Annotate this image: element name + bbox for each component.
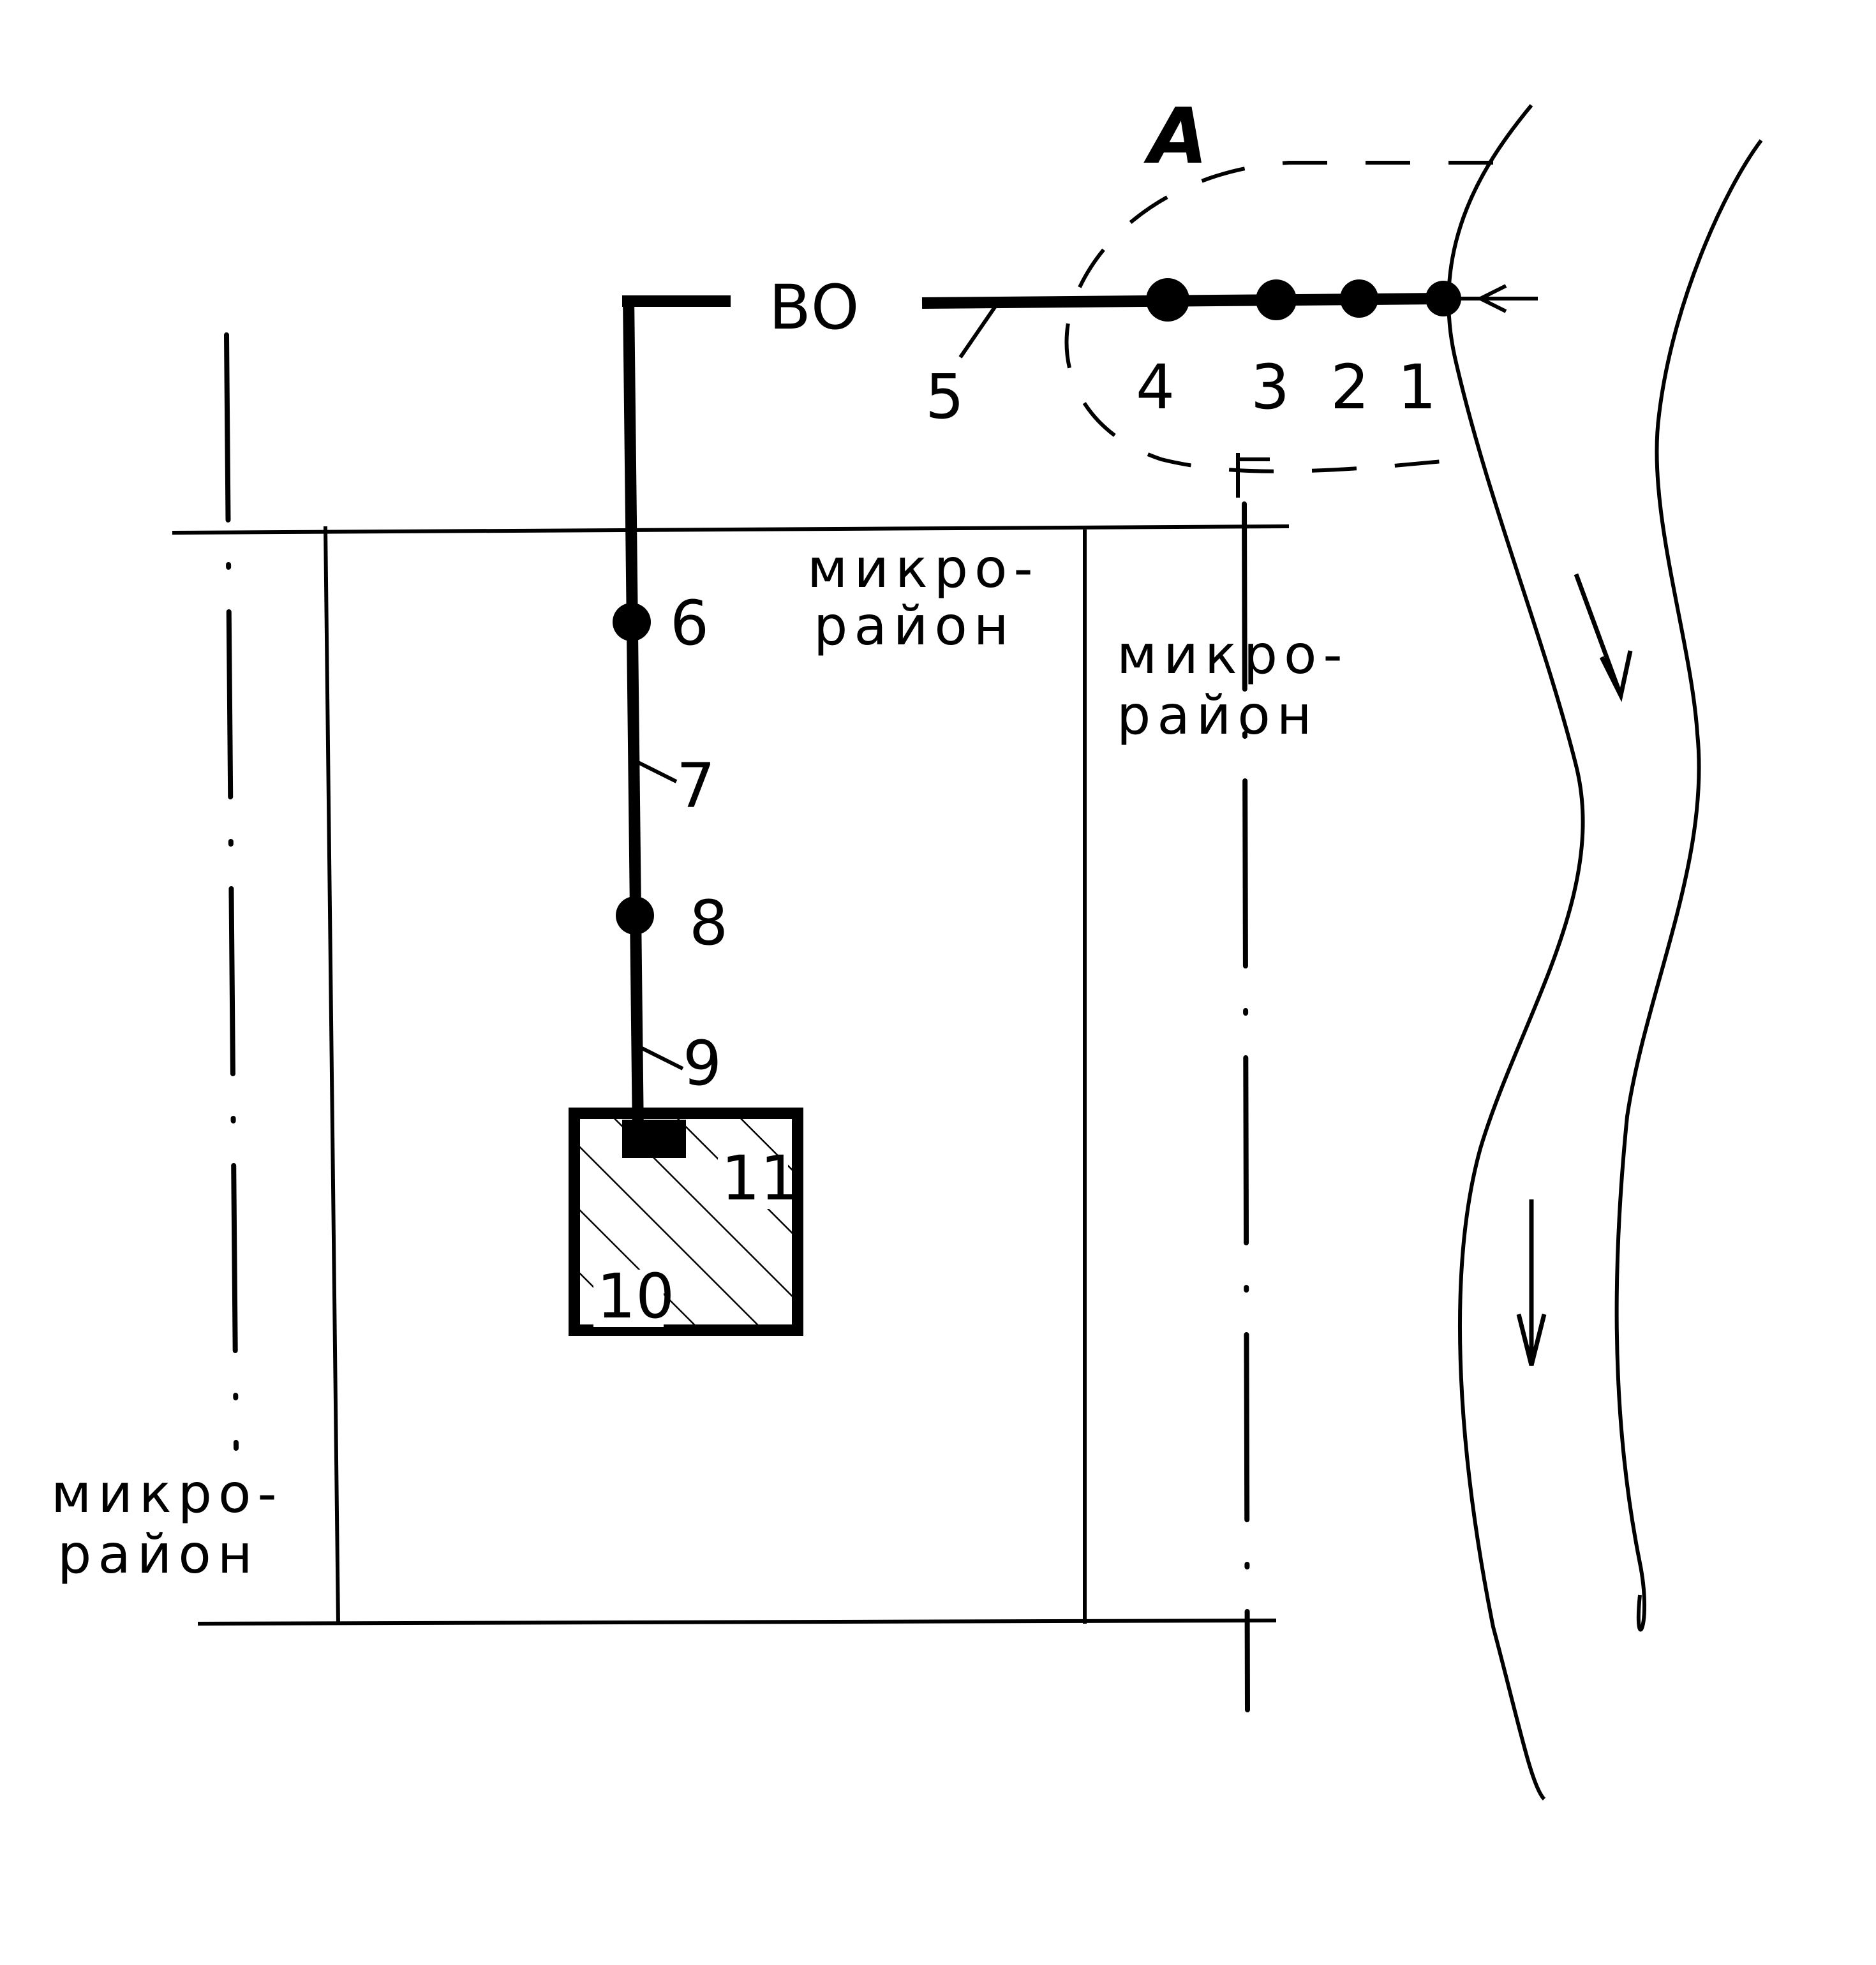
district-right-line2: район — [1117, 684, 1318, 746]
district-boundaries — [224, 332, 1250, 1712]
facility-outline — [569, 1108, 803, 1336]
district-left-line1: микро- — [51, 1462, 283, 1525]
intake-pipe-label: ВО — [769, 272, 859, 343]
grid-line-bottom — [197, 1619, 1277, 1626]
inlet-arrow-icon — [1476, 284, 1507, 313]
point-label-3: 3 — [1251, 352, 1290, 423]
facility-inlet-block — [622, 1120, 686, 1158]
point-label-6: 6 — [670, 588, 709, 659]
section-a-outline — [1064, 161, 1493, 473]
district-center-line1: микро- — [807, 537, 1039, 600]
district-grid — [172, 524, 1290, 1626]
section-a-callout — [1064, 161, 1493, 473]
district-right-line1: микро- — [1117, 623, 1349, 686]
river-left-bank — [1447, 104, 1585, 1801]
label-11-bg — [718, 1158, 788, 1209]
point-label-2: 2 — [1330, 352, 1369, 423]
boundary-right — [1242, 501, 1250, 1712]
main-pipe-vertical — [623, 296, 644, 1136]
grid-line-top — [172, 524, 1290, 535]
boundary-left — [224, 332, 239, 1451]
node-2 — [1340, 279, 1378, 318]
point-label-8: 8 — [689, 887, 728, 959]
point-label-11: 11 — [721, 1143, 799, 1214]
river-flow-arrows — [1516, 573, 1633, 1366]
label-10-bg — [593, 1270, 664, 1327]
point-label-4: 4 — [1136, 352, 1175, 423]
node-6 — [613, 603, 651, 641]
section-marker-label: A — [1143, 93, 1208, 181]
leader-lines — [637, 305, 997, 1071]
point-label-5: 5 — [925, 361, 964, 433]
flow-arrow-icon — [1516, 1199, 1547, 1366]
section-tick — [1236, 453, 1270, 498]
grid-line-left — [324, 526, 340, 1624]
flow-arrow-icon — [1574, 573, 1633, 702]
river — [1447, 104, 1763, 1801]
node-1 — [1426, 281, 1461, 316]
labels: A ВО 1 2 3 4 5 6 7 8 9 10 11 микро- райо… — [51, 93, 1436, 1585]
point-label-7: 7 — [676, 750, 715, 822]
node-3 — [1256, 279, 1297, 320]
leader-7 — [637, 760, 678, 783]
node-4 — [1146, 278, 1189, 322]
district-left-line2: район — [57, 1523, 259, 1585]
leader-9 — [637, 1044, 684, 1071]
river-right-bank — [1614, 139, 1763, 1632]
point-label-10: 10 — [597, 1261, 674, 1332]
pipeline-nodes — [613, 278, 1461, 935]
node-8 — [616, 896, 654, 935]
facility-block — [569, 1108, 803, 1336]
point-label-9: 9 — [683, 1028, 722, 1099]
point-label-1: 1 — [1397, 352, 1436, 423]
district-center-line2: район — [814, 595, 1015, 657]
leader-5 — [958, 305, 997, 359]
